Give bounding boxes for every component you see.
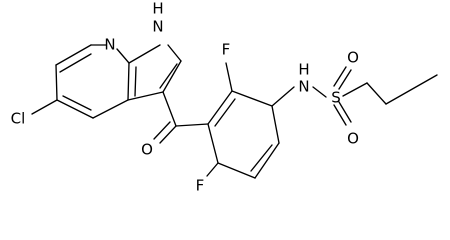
bond [271, 105, 280, 144]
bond [231, 90, 273, 107]
bond [207, 123, 219, 164]
bond [153, 121, 171, 140]
bond [55, 44, 92, 66]
bond [128, 44, 161, 64]
sulfonamide-nitrogen-label: N [298, 78, 309, 96]
sulfonamide-hydrogen-label: H [298, 61, 309, 79]
bond [175, 123, 209, 127]
pyrrole-hydrogen-label: H [152, 0, 163, 18]
sulfonyl-oxygen-top-label: O [347, 49, 359, 67]
carbonyl-oxygen-label: O [141, 141, 153, 159]
difluorophenyl-ring [207, 90, 280, 179]
bond [333, 104, 347, 126]
pyridine-nitrogen-label: N [104, 36, 115, 54]
sulfonamide-chain [271, 66, 438, 126]
bond [167, 44, 182, 62]
bond [127, 91, 164, 101]
bond [134, 66, 137, 97]
bond [59, 53, 92, 73]
bond [62, 95, 92, 111]
bond [92, 99, 129, 119]
sulfur-label: S [331, 89, 341, 107]
fluorine-bottom-label: F [196, 177, 205, 195]
bond [271, 86, 295, 107]
pyridine-ring [55, 44, 137, 119]
bond [55, 64, 58, 101]
bond [385, 74, 438, 105]
fluorine-top-label: F [222, 41, 231, 59]
bond [214, 98, 236, 127]
bond [338, 69, 352, 90]
carbonyl-linker [153, 91, 209, 144]
bond [116, 48, 130, 64]
bond [162, 91, 177, 127]
bond [342, 82, 368, 97]
bond [366, 82, 387, 105]
sulfonyl-oxygen-bottom-label: O [347, 130, 359, 148]
pyrrole-nitrogen-label: N [152, 18, 163, 36]
bond [207, 90, 233, 125]
bond [206, 162, 219, 177]
bond [159, 125, 177, 144]
bond [162, 60, 182, 93]
bond [159, 63, 178, 89]
chemical-structure: N H N Cl O F F H N S O O [11, 0, 438, 195]
bond [312, 86, 327, 98]
bond [127, 62, 130, 101]
bond [250, 144, 273, 172]
bond [333, 66, 347, 87]
bond [56, 99, 94, 119]
bond [31, 99, 58, 115]
bond [217, 162, 256, 179]
pyrrole-ring [127, 44, 182, 101]
bond [254, 142, 280, 179]
molecule-canvas: N H N Cl O F F H N S O O [10, 0, 438, 195]
chlorine-label: Cl [11, 110, 26, 128]
bond [338, 101, 352, 123]
bond [225, 62, 233, 92]
